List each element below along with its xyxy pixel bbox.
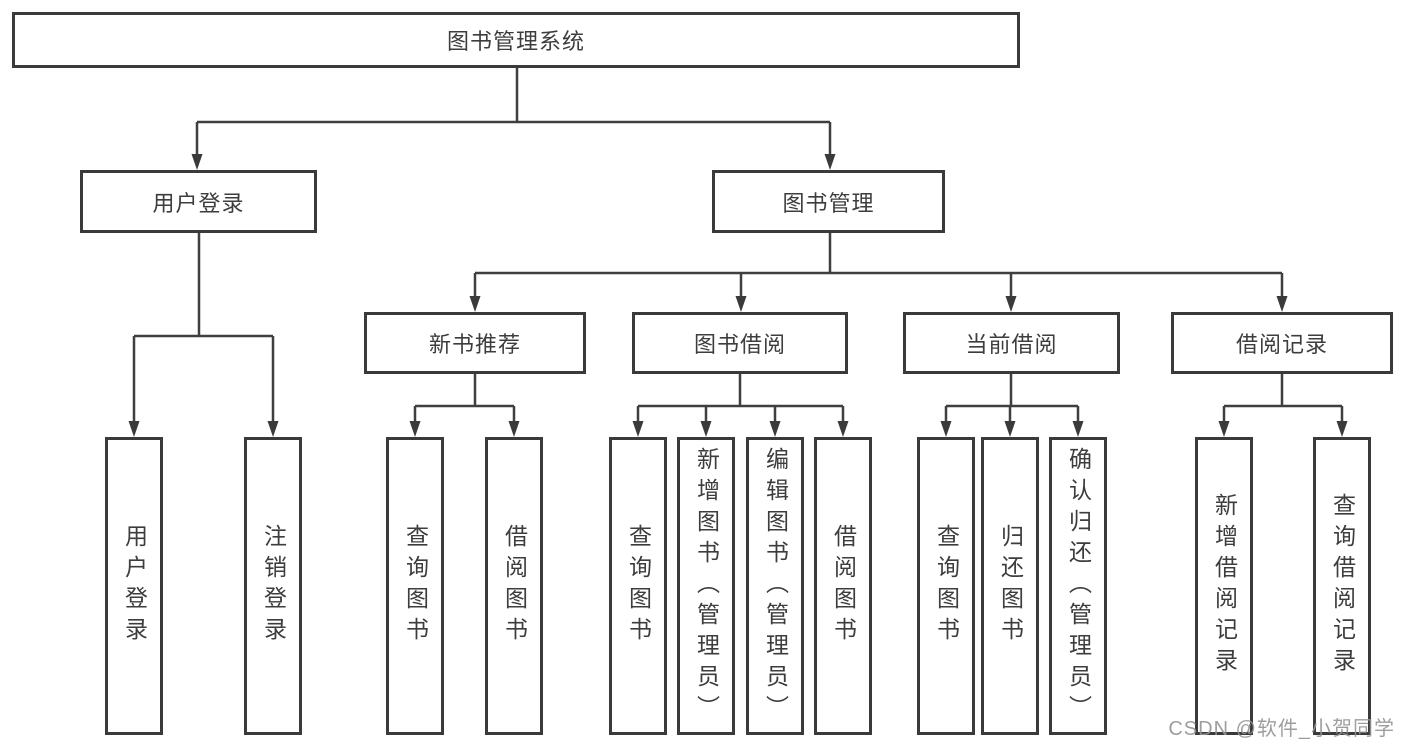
node-label: 新书推荐	[428, 332, 521, 357]
leaf-return-books: 归还图书	[981, 437, 1039, 735]
leaf-logout: 注销登录	[244, 437, 302, 735]
leaf-query-borrow-record: 查询借阅记录	[1313, 437, 1371, 735]
node-label: 借阅记录	[1235, 332, 1328, 357]
leaf-add-borrow-record: 新增借阅记录	[1195, 437, 1253, 735]
node-label: 用户登录	[152, 190, 245, 216]
node-label: 图书管理系统	[446, 29, 585, 54]
node-root-system: 图书管理系统	[12, 12, 1020, 68]
leaf-borrow-books: 借阅图书	[814, 437, 872, 735]
leaf-user-login: 用户登录	[105, 437, 163, 735]
leaf-borrow-books-recommend: 借阅图书	[485, 437, 543, 735]
node-label: 确认归还（管理员）	[1065, 446, 1092, 726]
leaf-add-books-admin: 新增图书（管理员）	[677, 437, 735, 735]
node-label: 查询借阅记录	[1329, 493, 1356, 679]
node-book-borrow: 图书借阅	[632, 312, 848, 374]
node-label: 注销登录	[260, 524, 287, 648]
node-user-login-module: 用户登录	[80, 170, 317, 233]
node-label: 借阅图书	[501, 524, 528, 648]
node-label: 编辑图书（管理员）	[762, 446, 789, 726]
node-label: 查询图书	[933, 524, 960, 648]
leaf-query-books-borrow: 查询图书	[609, 437, 667, 735]
node-new-book-recommend: 新书推荐	[364, 312, 586, 374]
node-borrow-records: 借阅记录	[1171, 312, 1393, 374]
node-label: 归还图书	[997, 524, 1024, 648]
node-label: 图书借阅	[693, 332, 786, 357]
node-label: 新增图书（管理员）	[693, 446, 720, 726]
node-label: 图书管理	[782, 190, 875, 216]
csdn-watermark: CSDN @软件_小贺同学	[1168, 718, 1395, 740]
leaf-query-books-current: 查询图书	[917, 437, 975, 735]
node-label: 用户登录	[121, 524, 148, 648]
leaf-query-books-recommend: 查询图书	[386, 437, 444, 735]
node-label: 查询图书	[402, 524, 429, 648]
node-label: 新增借阅记录	[1211, 493, 1238, 679]
node-book-management-module: 图书管理	[712, 170, 945, 233]
node-current-borrow: 当前借阅	[903, 312, 1120, 374]
node-label: 查询图书	[625, 524, 652, 648]
node-label: 当前借阅	[965, 332, 1058, 357]
node-label: 借阅图书	[830, 524, 857, 648]
leaf-confirm-return-admin: 确认归还（管理员）	[1049, 437, 1107, 735]
leaf-edit-books-admin: 编辑图书（管理员）	[746, 437, 804, 735]
